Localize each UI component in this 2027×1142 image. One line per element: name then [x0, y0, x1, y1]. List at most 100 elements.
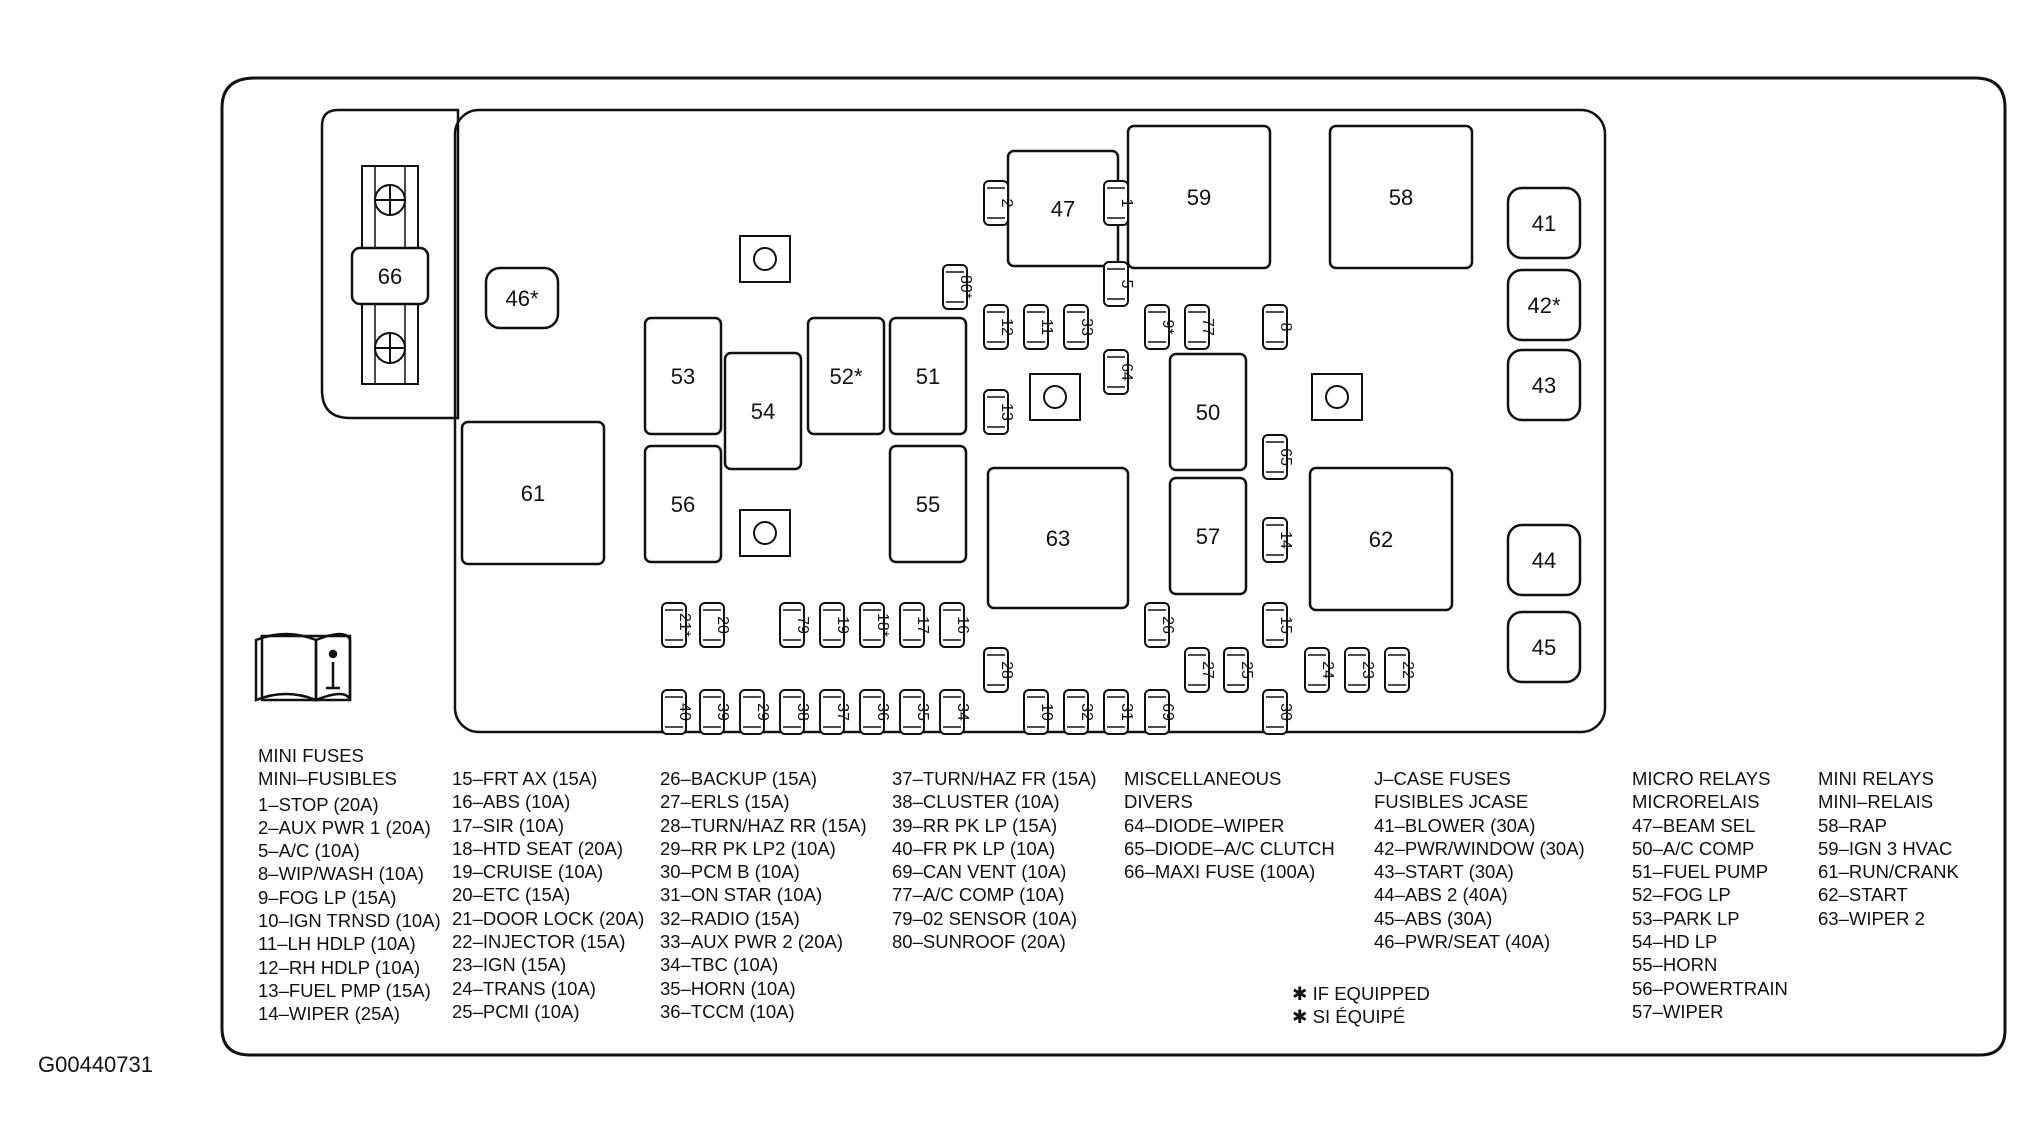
mini-fuse-35: 35 [899, 689, 931, 735]
fuse-body [983, 304, 1009, 350]
fuse-body [1184, 304, 1210, 350]
legend-item: 54–HD LP [1632, 931, 1718, 953]
fuse-body [939, 689, 965, 735]
legend-item: 16–ABS (10A) [452, 791, 571, 813]
mini-fuse-79: 79 [779, 602, 811, 648]
fuse-label: 69 [1159, 703, 1176, 721]
mini-fuse-34: 34 [939, 689, 971, 735]
maxi-fuse-66: 66 [350, 165, 430, 385]
legend-item: 61–RUN/CRANK [1818, 861, 1959, 883]
fuse-body [1262, 517, 1288, 563]
legend-item: 56–POWERTRAIN [1632, 977, 1788, 999]
fuse-label: 32 [1078, 703, 1095, 721]
relay-body [723, 351, 803, 471]
fuse-label: 29 [754, 703, 771, 721]
legend-item: 32–RADIO (15A) [660, 907, 800, 929]
relay-label: 54 [751, 399, 775, 424]
fuse-label: 26 [1159, 616, 1176, 634]
legend-heading: MINI FUSES [258, 745, 364, 766]
owner-manual-info-icon [254, 632, 352, 702]
mounting-screw [1311, 373, 1363, 421]
legend-mini-fuses-col3: 26–BACKUP (15A)27–ERLS (15A)28–TURN/HAZ … [660, 767, 867, 1023]
fuse-body [859, 602, 885, 648]
fuse-body [1304, 647, 1330, 693]
legend-item: 9–FOG LP (15A) [258, 886, 397, 908]
fuse-body [1344, 647, 1370, 693]
mini-fuse-31: 31 [1103, 689, 1135, 735]
legend-list: 1–STOP (20A)2–AUX PWR 1 (20A)5–A/C (10A)… [258, 793, 441, 1026]
legend-item: 25–PCMI (10A) [452, 1000, 580, 1022]
relay-52: 52* [806, 316, 886, 436]
fuse-body [983, 389, 1009, 435]
fuse-label: 65 [1277, 448, 1294, 466]
legend-item: 28–TURN/HAZ RR (15A) [660, 814, 867, 836]
relay-label: 59 [1187, 185, 1211, 210]
legend-item: 20–ETC (15A) [452, 884, 571, 906]
relay-body [1328, 124, 1474, 270]
mini-fuse-11: 11 [1023, 304, 1055, 350]
legend-list: 41–BLOWER (30A)42–PWR/WINDOW (30A)43–STA… [1374, 814, 1585, 954]
relay-label: 46* [505, 286, 538, 311]
mini-fuse-23: 23 [1344, 647, 1376, 693]
mini-fuse-69: 69 [1144, 689, 1176, 735]
relay-body [1506, 610, 1582, 684]
fuse-body [779, 689, 805, 735]
relay-label: 44 [1532, 548, 1556, 573]
legend-item: 45–ABS (30A) [1374, 907, 1493, 929]
fuse-label: 24 [1319, 661, 1336, 679]
relay-body [1308, 466, 1454, 612]
legend-list: 26–BACKUP (15A)27–ERLS (15A)28–TURN/HAZ … [660, 767, 867, 1023]
fuse-label: 8 [1277, 323, 1294, 332]
legend-heading: DIVERS [1124, 791, 1193, 813]
fuse-body [939, 602, 965, 648]
legend-heading: MICRORELAIS [1632, 791, 1760, 813]
mini-fuse-14: 14 [1262, 517, 1294, 563]
fuse-label: 30 [1277, 703, 1294, 721]
fuse-body [661, 602, 687, 648]
legend-item: 14–WIPER (25A) [258, 1003, 400, 1025]
legend-item: 13–FUEL PMP (15A) [258, 979, 431, 1001]
relay-62: 62 [1308, 466, 1454, 612]
fuse-body [1144, 304, 1170, 350]
fuse-body [1103, 180, 1129, 226]
legend-list: 15–FRT AX (15A)16–ABS (10A)17–SIR (10A)1… [452, 767, 644, 1023]
relay-body [1506, 268, 1582, 342]
mini-fuse-19: 19 [819, 602, 851, 648]
legend-heading: MINI RELAYS [1818, 768, 1934, 789]
fuse-label: 13 [998, 403, 1015, 421]
fuse-label: 35 [914, 703, 931, 721]
legend-item: 77–A/C COMP (10A) [892, 884, 1065, 906]
jcase-fuse-44: 44 [1506, 523, 1582, 597]
fuse-label: 79 [794, 616, 811, 634]
fuse-body [1103, 349, 1129, 395]
relay-label: 42* [1527, 293, 1560, 318]
mini-fuse-40: 40 [661, 689, 693, 735]
mini-fuse-28: 28 [983, 647, 1015, 693]
legend-heading: MICRO RELAYS [1632, 768, 1771, 789]
legend-item: 31–ON STAR (10A) [660, 884, 823, 906]
relay-label: 56 [671, 492, 695, 517]
legend-list: 37–TURN/HAZ FR (15A)38–CLUSTER (10A)39–R… [892, 767, 1097, 953]
fuse-label: 18* [874, 613, 891, 637]
relay-56: 56 [643, 444, 723, 564]
mounting-screw [739, 509, 791, 557]
fuse-body [699, 689, 725, 735]
legend-footnote: ✱ IF EQUIPPED ✱ SI ÉQUIPÉ [1292, 982, 1430, 1029]
legend-item: 36–TCCM (10A) [660, 1000, 795, 1022]
fuse-body [1023, 689, 1049, 735]
legend-item: 58–RAP [1818, 814, 1887, 836]
mini-fuse-36: 36 [859, 689, 891, 735]
legend-mini-fuses-col1: MINI FUSES MINI–FUSIBLES 1–STOP (20A)2–A… [258, 744, 441, 1026]
relay-body [986, 466, 1130, 610]
fuse-body [983, 647, 1009, 693]
legend-item: 22–INJECTOR (15A) [452, 931, 626, 953]
legend-jcase: J–CASE FUSES FUSIBLES JCASE 41–BLOWER (3… [1374, 767, 1585, 953]
relay-47: 47 [1006, 149, 1120, 268]
jcase-fuse-43: 43 [1506, 348, 1582, 422]
legend-item: 44–ABS 2 (40A) [1374, 884, 1508, 906]
fuse-label: 77 [1199, 318, 1216, 336]
fuse-body [1063, 689, 1089, 735]
fuse-label: 1 [1118, 199, 1135, 208]
relay-50: 50 [1168, 352, 1248, 472]
